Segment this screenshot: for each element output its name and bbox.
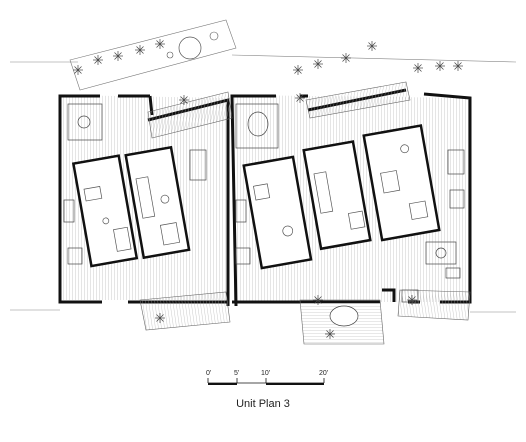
shrub-symbol: [435, 61, 445, 71]
shrub-symbol: [341, 53, 351, 63]
shrub-symbol: [313, 295, 323, 305]
shrub-symbol: [73, 65, 83, 75]
plan-caption: Unit Plan 3: [236, 398, 290, 410]
shrub-symbol: [453, 61, 463, 71]
furniture: [63, 103, 465, 303]
ground-lines: [10, 54, 517, 313]
shrub-symbol: [93, 55, 103, 65]
shrub-symbol: [155, 39, 165, 49]
scale-label-0: 0': [206, 370, 211, 377]
top-decks: [147, 81, 411, 139]
shrub-symbol: [367, 41, 377, 51]
plants: [73, 39, 463, 339]
shrub-symbol: [325, 329, 335, 339]
scale-bar: 0' 5' 10' 20': [206, 370, 328, 385]
left-unit-rooms: [71, 145, 191, 268]
scale-label-20: 20': [319, 370, 328, 377]
shrub-symbol: [413, 63, 423, 73]
shrub-symbol: [293, 65, 303, 75]
shrub-symbol: [313, 59, 323, 69]
shrub-symbol: [295, 93, 305, 103]
shrub-symbol: [135, 45, 145, 55]
shrub-symbol: [407, 295, 417, 305]
scale-label-5: 5': [234, 370, 239, 377]
shrub-symbol: [113, 51, 123, 61]
scale-label-10: 10': [261, 370, 270, 377]
shrub-symbol: [155, 313, 165, 323]
shrub-symbol: [179, 95, 189, 105]
top-garden-strip: [69, 19, 237, 91]
right-unit-rooms: [242, 124, 441, 270]
